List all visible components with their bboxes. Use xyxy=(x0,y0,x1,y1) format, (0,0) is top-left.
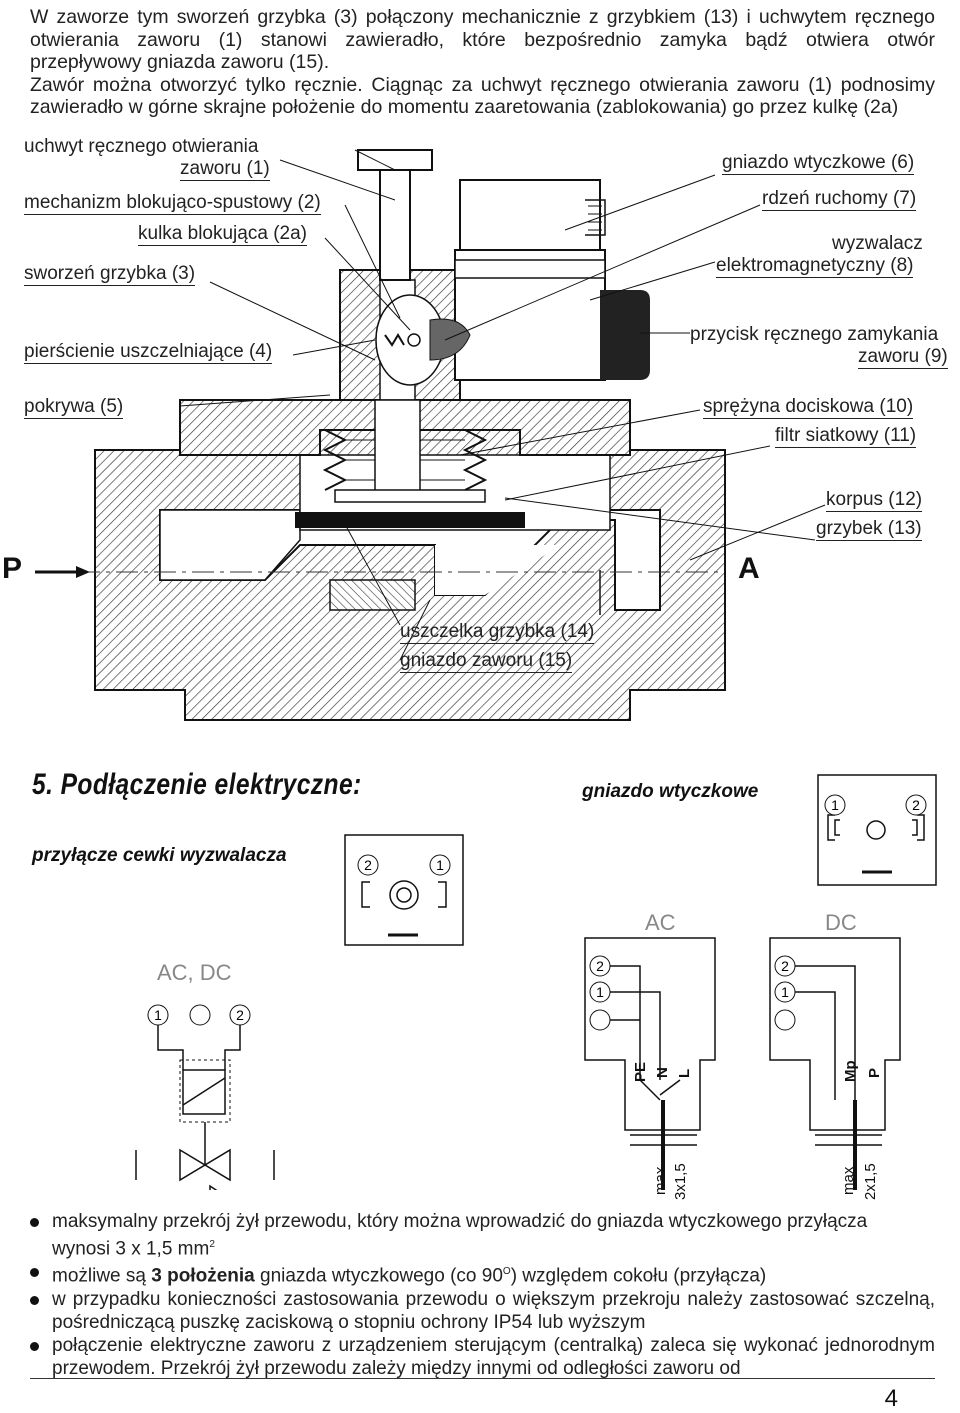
label-locking-ball: kulka blokująca (2a) xyxy=(138,223,307,246)
intro-line: przepływowy gniazda zaworu (15). xyxy=(30,51,330,73)
bullet-bold: 3 położenia xyxy=(151,1265,255,1287)
svg-text:1: 1 xyxy=(154,1007,162,1023)
superscript: 2 xyxy=(209,1239,215,1250)
handle-knob xyxy=(357,149,433,171)
ac-wire-pe: PE xyxy=(632,1061,649,1082)
page-number: 4 xyxy=(884,1385,898,1412)
bullet-text: w przypadku konieczności zastosowania pr… xyxy=(52,1288,935,1333)
label-plug-socket: gniazdo wtyczkowe (6) xyxy=(722,152,915,175)
label-handle-line2: zaworu (1) xyxy=(180,158,270,181)
locking-ball xyxy=(407,333,421,347)
connection-diagrams: 1 2 2 1 2 1 2 1 1 2 xyxy=(135,774,937,1190)
label-poppet-seal: uszczelka grzybka (14) xyxy=(400,621,595,644)
bullet-icon xyxy=(30,1295,39,1305)
intro-line: W zaworze tym sworzeń grzybka (3) połącz… xyxy=(30,6,935,28)
dc-max-label: max xyxy=(840,1166,857,1195)
ac-max-label: max xyxy=(652,1166,669,1195)
svg-text:1: 1 xyxy=(781,984,789,1000)
bullet-text: ) względem cokołu (przyłącza) xyxy=(510,1265,767,1287)
coil-plug-face-icon xyxy=(344,834,464,946)
dc-socket-outline xyxy=(769,937,901,1131)
dc-wire-mp: Mp xyxy=(842,1060,859,1082)
intro-paragraph: W zaworze tym sworzeń grzybka (3) połącz… xyxy=(30,6,935,119)
intro-line: zawieradło w górne skrajne położenie do … xyxy=(30,96,899,118)
svg-text:2: 2 xyxy=(781,958,789,974)
valve-cross-section-diagram xyxy=(35,149,826,721)
ac-wire-n: N xyxy=(654,1067,671,1078)
label-sealing-rings: pierścienie uszczelniające (4) xyxy=(24,341,273,364)
label-moving-core: rdzeń ruchomy (7) xyxy=(762,188,917,211)
leader-lines xyxy=(179,149,826,661)
bullet-text: połączenie elektryczne zaworu z urządzen… xyxy=(52,1334,935,1379)
label-cover: pokrywa (5) xyxy=(24,396,124,419)
bullet-icon xyxy=(30,1218,39,1227)
section-heading: 5. Podłączenie elektryczne: xyxy=(32,768,362,801)
svg-text:2: 2 xyxy=(364,857,372,873)
handle-stem xyxy=(379,159,411,281)
label-handle-line1: uchwyt ręcznego otwierania xyxy=(24,136,259,157)
intro-line: otwierania zaworu (1) stanowi zawieradło… xyxy=(30,28,935,51)
acdc-label: AC, DC xyxy=(157,960,232,985)
ac-label: AC xyxy=(645,910,676,935)
label-trigger-line1: wyzwalacz xyxy=(832,233,923,254)
bullet-item: w przypadku konieczności zastosowania pr… xyxy=(30,1288,935,1334)
coil-title: przyłącze cewki wyzwalacza xyxy=(32,845,287,866)
svg-text:2: 2 xyxy=(236,1007,244,1023)
svg-text:2: 2 xyxy=(912,797,920,813)
dc-label: DC xyxy=(825,910,857,935)
label-poppet-pin: sworzeń grzybka (3) xyxy=(24,263,196,286)
bullet-text: gniazda wtyczkowego (co 90 xyxy=(254,1265,503,1287)
bullet-item: możliwe są 3 położenia gniazda wtyczkowe… xyxy=(30,1260,935,1287)
svg-text:1: 1 xyxy=(596,984,604,1000)
label-valve-seat: gniazdo zaworu (15) xyxy=(400,650,573,673)
label-trigger-line2: elektromagnetyczny (8) xyxy=(716,255,914,278)
label-pressure-spring: sprężyna dociskowa (10) xyxy=(703,396,914,419)
bullet-item: maksymalny przekrój żył przewodu, który … xyxy=(30,1210,935,1260)
bullet-text: maksymalny przekrój żył przewodu, który … xyxy=(52,1211,868,1232)
bullet-list: maksymalny przekrój żył przewodu, który … xyxy=(30,1210,935,1380)
ac-wire-l: L xyxy=(676,1068,693,1078)
pin-markers: 1 2 2 1 2 1 2 1 1 2 xyxy=(147,794,927,1031)
poppet xyxy=(334,489,486,503)
label-mesh-filter: filtr siatkowy (11) xyxy=(775,425,917,448)
bullet-icon xyxy=(30,1341,39,1351)
coil-symbol xyxy=(157,1024,241,1070)
footer-rule xyxy=(30,1378,935,1379)
pin-1-label: 1 xyxy=(831,797,839,813)
socket-face-icon xyxy=(817,774,937,886)
inlet-label: P xyxy=(2,552,23,585)
label-poppet: grzybek (13) xyxy=(816,518,922,541)
dc-wire-p: P xyxy=(866,1067,883,1078)
valve-symbol xyxy=(179,1148,231,1182)
ac-socket-outline xyxy=(584,937,716,1131)
outlet-label: A xyxy=(738,552,760,585)
label-valve-body: korpus (12) xyxy=(826,489,923,512)
superscript: O xyxy=(502,1266,511,1278)
label-close-button-line2: zaworu (9) xyxy=(858,346,948,369)
plug-title: gniazdo wtyczkowe xyxy=(582,781,759,802)
bullet-item: połączenie elektryczne zaworu z urządzen… xyxy=(30,1334,935,1380)
label-close-button-line1: przycisk ręcznego zamykania xyxy=(690,324,939,345)
poppet-gasket xyxy=(295,512,525,528)
manual-close-button xyxy=(600,290,650,380)
svg-text:2: 2 xyxy=(596,958,604,974)
flow-arrow-icon xyxy=(209,1184,218,1190)
bullet-icon xyxy=(30,1268,39,1278)
dc-max-value: 2x1,5 xyxy=(862,1163,879,1200)
label-locking-mechanism: mechanizm blokująco-spustowy (2) xyxy=(24,192,321,215)
ac-max-value: 3x1,5 xyxy=(672,1163,689,1200)
bullet-text: możliwe są xyxy=(52,1265,152,1287)
svg-text:1: 1 xyxy=(436,857,444,873)
intro-line: Zawór można otworzyć tylko ręcznie. Ciąg… xyxy=(30,73,935,96)
bullet-text: wynosi 3 x 1,5 mm xyxy=(52,1238,210,1260)
plug-socket xyxy=(459,179,601,251)
